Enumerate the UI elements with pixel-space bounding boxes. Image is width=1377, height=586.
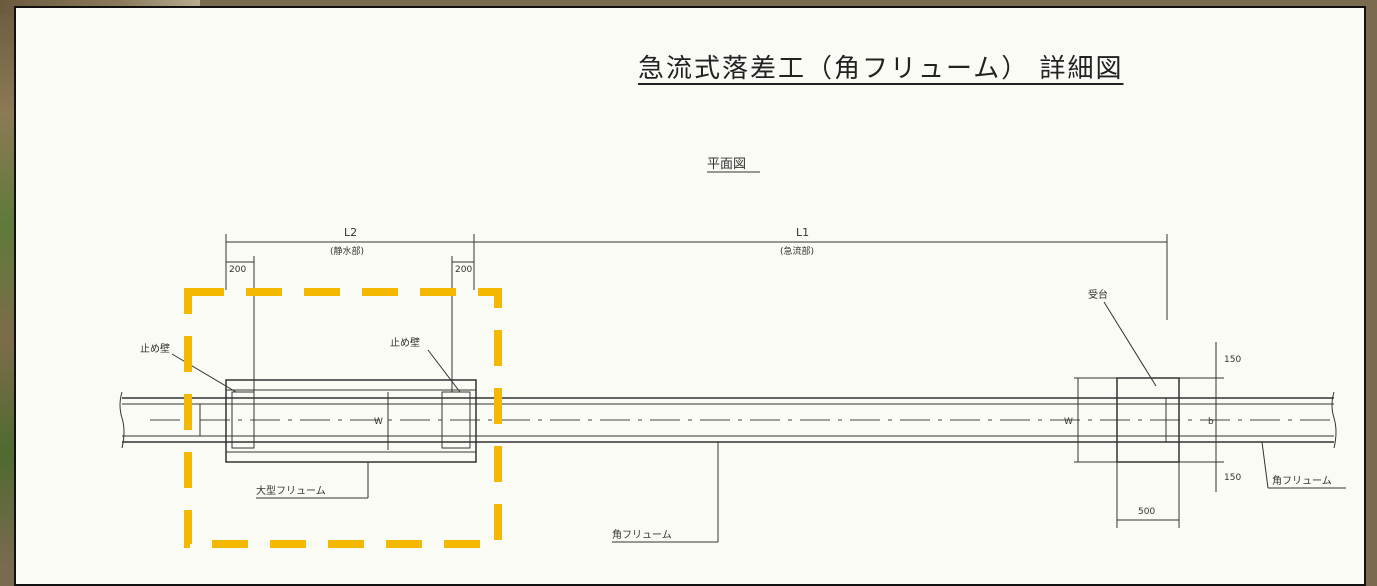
label-stop-wall-right: 止め壁 (390, 336, 420, 349)
dim-150-bottom: 150 (1224, 473, 1241, 483)
label-large-flume: 大型フリューム (256, 484, 326, 497)
dim-W: W (374, 417, 383, 427)
label-square-flume: 角フリューム (612, 529, 672, 541)
dim-200-left: 200 (229, 265, 246, 275)
dim-L1: L1 (796, 226, 809, 239)
drawing-title: 急流式落差工（角フリューム） 詳細図 (638, 54, 1124, 84)
label-stop-wall-left: 止め壁 (140, 342, 170, 355)
large-flume (199, 379, 477, 463)
dim-b: b (1208, 417, 1214, 427)
dim-L1-sub: (急流部) (780, 245, 814, 257)
dim-500: 500 (1138, 507, 1155, 517)
dim-150-top: 150 (1224, 355, 1241, 365)
dim-L2: L2 (344, 226, 357, 239)
label-square-flume-right: 角フリューム (1272, 475, 1332, 487)
seat-block (1074, 342, 1224, 528)
dim-L2-sub: (静水部) (330, 245, 364, 257)
dim-200-right: 200 (455, 265, 472, 275)
view-label: 平面図 (707, 157, 746, 172)
dim-W-right: W (1064, 417, 1073, 427)
label-seat: 受台 (1088, 288, 1108, 301)
highlight-dashed-box (184, 288, 502, 548)
drawing-sheet (14, 6, 1366, 586)
square-flume-channel (119, 391, 1337, 449)
plan-diagram: 平面図 L2 (静水部) L1 (急流部) 200 200 W 止め壁 止め壁 (119, 157, 1346, 548)
